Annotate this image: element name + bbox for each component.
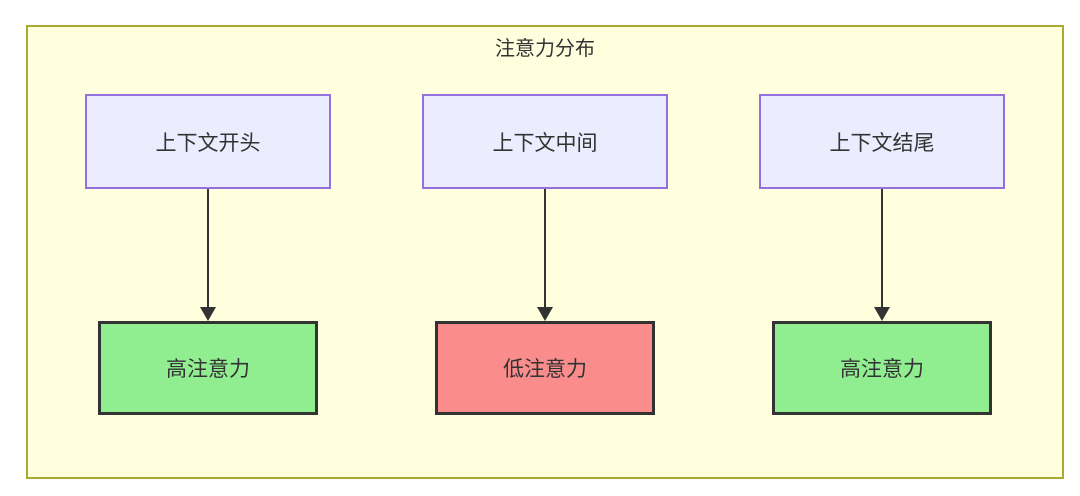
source-node-context-end: 上下文结尾 [759, 94, 1005, 189]
source-node-context-middle: 上下文中间 [422, 94, 668, 189]
attention-distribution-cluster: 注意力分布 上下文开头 高注意力 上下文中间 低注意力 上下文结尾 [26, 25, 1064, 479]
arrow-head-icon [200, 307, 216, 321]
arrow-head-icon [874, 307, 890, 321]
target-node-high-attention: 高注意力 [98, 321, 318, 415]
flow-column-context-middle: 上下文中间 低注意力 [422, 94, 668, 415]
arrow-head-icon [537, 307, 553, 321]
flow-column-context-end: 上下文结尾 高注意力 [759, 94, 1005, 415]
arrow-down [537, 189, 553, 321]
target-node-low-attention: 低注意力 [435, 321, 655, 415]
target-node-high-attention: 高注意力 [772, 321, 992, 415]
arrow-down [874, 189, 890, 321]
arrow-line [207, 189, 209, 307]
diagram-columns: 上下文开头 高注意力 上下文中间 低注意力 上下文结尾 [28, 94, 1062, 415]
flow-column-context-start: 上下文开头 高注意力 [85, 94, 331, 415]
arrow-line [881, 189, 883, 307]
diagram-title: 注意力分布 [495, 38, 595, 60]
arrow-line [544, 189, 546, 307]
arrow-down [200, 189, 216, 321]
source-node-context-start: 上下文开头 [85, 94, 331, 189]
